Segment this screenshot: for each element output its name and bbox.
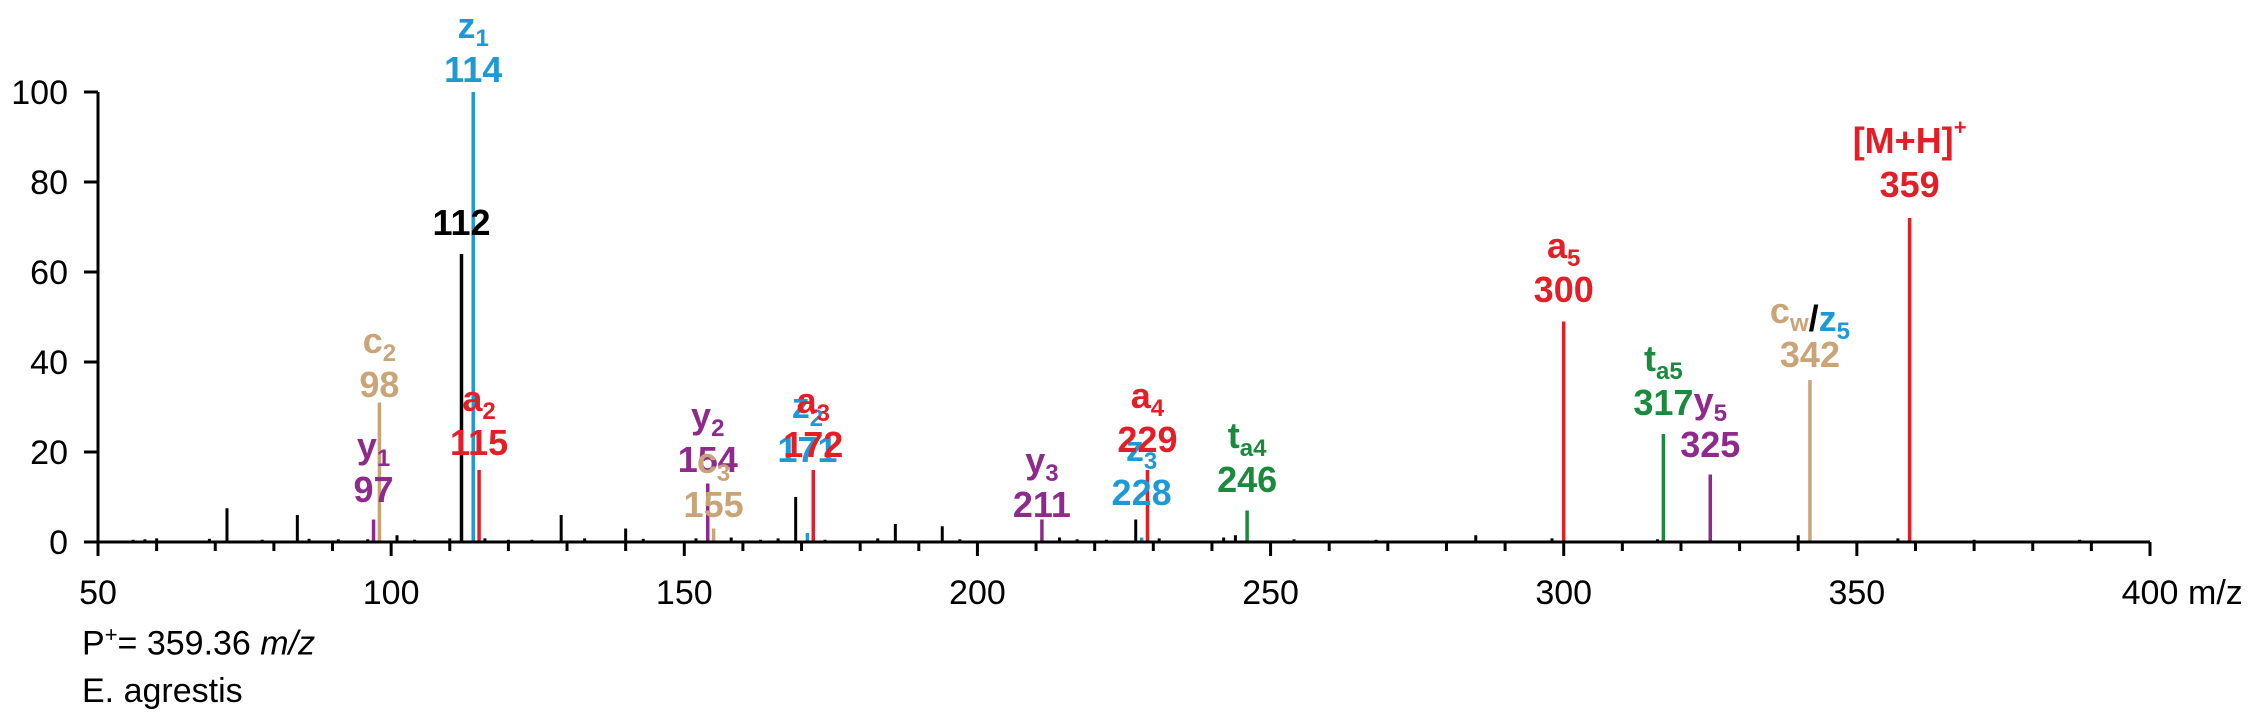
ion-label: a4	[1131, 375, 1165, 422]
ion-label: z3	[1126, 428, 1157, 475]
mz-value: 97	[354, 469, 394, 510]
y-tick-label: 0	[49, 524, 68, 562]
mz-value: 342	[1780, 334, 1840, 375]
precursor-sup: +	[104, 622, 118, 647]
x-tick-label: 300	[1535, 574, 1592, 612]
ion-label: [M+H]+	[1853, 115, 1967, 161]
y-tick-label: 40	[30, 344, 68, 382]
precursor-mass-note: P+= 359.36 m/z	[82, 622, 315, 663]
ion-label: cw/z5	[1770, 290, 1850, 345]
minor-peaks	[131, 497, 2082, 542]
x-tick-label: 400	[2122, 574, 2179, 612]
x-tick-label: 150	[656, 574, 713, 612]
ion-label: z1	[458, 5, 489, 52]
ion-label: y5	[1694, 380, 1727, 427]
mz-value: 98	[359, 364, 399, 405]
mz-value: 114	[444, 49, 502, 90]
x-tick-label: 350	[1828, 574, 1885, 612]
mz-value: 211	[1013, 484, 1071, 525]
ion-label: c3	[697, 440, 730, 487]
x-tick-label: 100	[363, 574, 420, 612]
y-tick-label: 80	[30, 164, 68, 202]
mz-value: 154	[678, 439, 738, 480]
ion-label: c2	[363, 320, 396, 367]
ion-label: a2	[462, 378, 495, 425]
mz-value: 171	[777, 429, 837, 470]
ion-label: z2	[792, 385, 823, 432]
mz-value: 317	[1633, 382, 1693, 423]
x-axis-unit-label: m/z	[2188, 574, 2243, 612]
mz-value: 325	[1680, 424, 1740, 465]
mz-value: 112	[432, 202, 490, 243]
y-tick-label: 60	[30, 254, 68, 292]
ion-label: y2	[691, 395, 724, 442]
ion-label: a3	[797, 380, 830, 427]
ion-label: y1	[357, 425, 390, 472]
ion-label: y3	[1025, 440, 1058, 487]
species-name: E. agrestis	[82, 672, 243, 710]
ion-label: a5	[1547, 225, 1580, 272]
peak-label-112: 112	[432, 202, 490, 243]
mz-value: 359	[1880, 164, 1940, 205]
precursor-value: = 359.36	[117, 624, 261, 663]
precursor-unit: m/z	[260, 624, 316, 663]
y-tick-label: 20	[30, 434, 68, 472]
x-tick-label: 250	[1242, 574, 1299, 612]
mz-value: 229	[1117, 419, 1177, 460]
major-peaks	[371, 92, 1912, 542]
mz-value: 228	[1112, 472, 1172, 513]
peak-label-359: [M+H]+359	[1853, 115, 1967, 205]
mz-value: 172	[783, 424, 843, 465]
ion-label: ta5	[1644, 338, 1683, 385]
x-tick-label: 50	[79, 574, 117, 612]
mz-value: 246	[1217, 459, 1277, 500]
mz-value: 155	[684, 484, 744, 525]
ion-label: ta4	[1228, 415, 1267, 462]
mz-value: 300	[1534, 269, 1594, 310]
mz-value: 115	[450, 422, 508, 463]
x-tick-label: 200	[949, 574, 1006, 612]
y-tick-label: 100	[11, 74, 68, 112]
precursor-prefix: P	[82, 624, 105, 663]
